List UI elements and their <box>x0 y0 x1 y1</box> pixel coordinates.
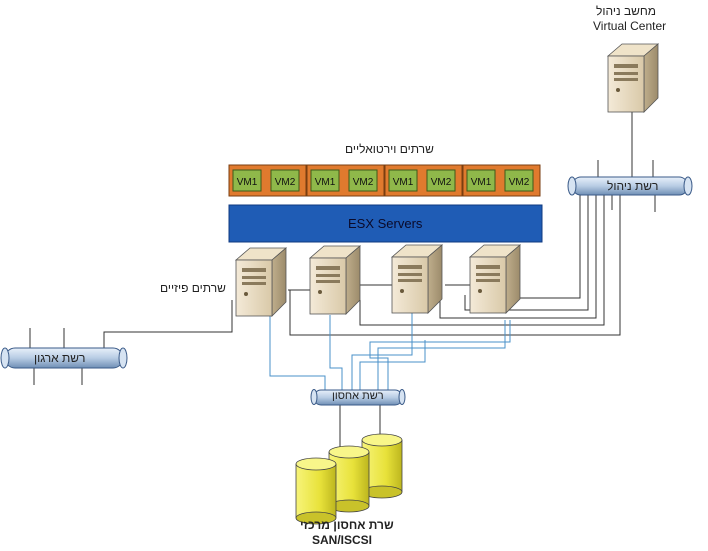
virtual-center-label-hebrew: מחשב ניהול <box>596 4 657 18</box>
org-network-pipe <box>0 347 128 369</box>
virtual-servers-label: שרתים וירטואליים <box>345 142 434 156</box>
vm-label: VM1 <box>315 177 336 188</box>
vm-cell <box>348 169 378 192</box>
vm-cell <box>388 169 418 192</box>
vm-label: VM2 <box>509 177 530 188</box>
storage-links <box>269 310 511 390</box>
esx-servers-label: ESX Servers <box>348 216 423 231</box>
virtual-center-label: Virtual Center <box>593 19 667 33</box>
vm-cell <box>504 169 534 192</box>
network-links <box>29 110 656 448</box>
vm-cell <box>466 169 496 192</box>
storage-network-label: רשת אחסון <box>332 390 384 402</box>
vm-label: VM1 <box>237 177 258 188</box>
physical-servers-label: שרתים פיזיים <box>160 281 226 295</box>
management-network-label: רשת ניהול <box>607 179 659 193</box>
virtual-center-server-icon <box>607 43 659 113</box>
vm-label: VM1 <box>471 177 492 188</box>
physical-server-2-icon <box>309 245 361 315</box>
physical-server-4-icon <box>469 244 521 314</box>
vm-cell <box>310 169 340 192</box>
vm-cell <box>232 169 262 192</box>
esx-servers-bar <box>228 204 543 243</box>
org-network-label: רשת ארגון <box>34 351 86 365</box>
vm-label: VM1 <box>393 177 414 188</box>
vm-label: VM2 <box>275 177 296 188</box>
vm-cell <box>426 169 456 192</box>
management-network-pipe <box>567 176 693 196</box>
storage-server-label: שרת אחסון מרכזי <box>300 518 394 532</box>
vm-strip: VM1 VM2 VM1 VM2 VM1 VM2 VM1 VM2 <box>228 164 541 197</box>
storage-network-pipe <box>310 389 406 406</box>
vm-label: VM2 <box>431 177 452 188</box>
vm-cell <box>270 169 300 192</box>
vm-label: VM2 <box>353 177 374 188</box>
san-disk-1-icon <box>295 457 337 525</box>
physical-server-3-icon <box>391 244 443 314</box>
san-iscsi-label: SAN/ISCSI <box>312 533 373 547</box>
physical-server-1-icon <box>235 247 287 317</box>
